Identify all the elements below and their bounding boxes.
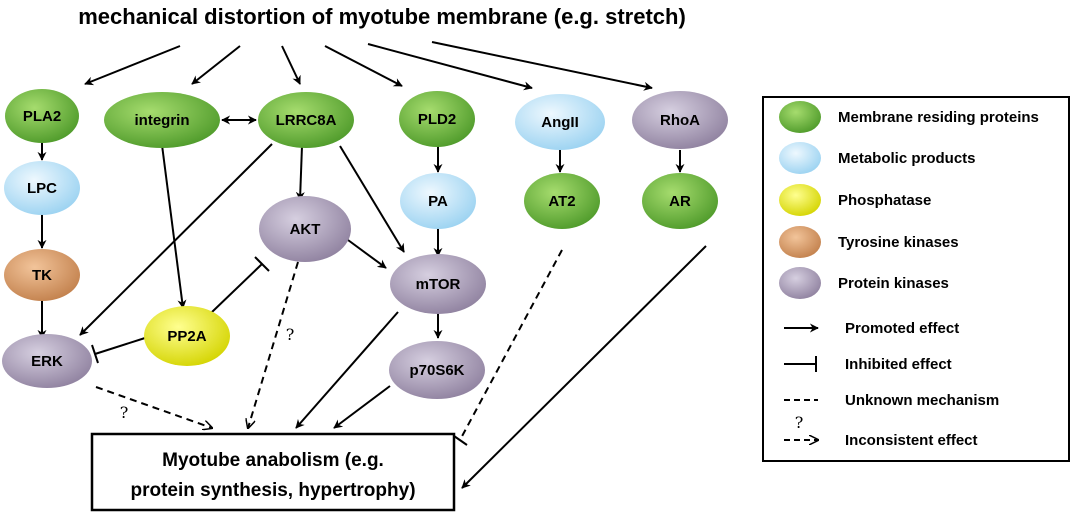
edges [37,41,707,489]
node-erk-label: ERK [31,353,63,370]
diagram-title: mechanical distortion of myotube membran… [78,4,686,29]
node-angii-label: AngII [541,114,579,131]
node-pla2: PLA2 [5,89,79,143]
node-rhoa-label: RhoA [660,112,700,129]
node-pld2: PLD2 [399,91,475,147]
edge-akt-outcome-dashed [248,261,299,428]
node-angii: AngII [515,94,605,150]
node-pp2a-label: PP2A [167,328,206,345]
edge-lrrc8a-mtor [339,145,405,253]
node-at2-label: AT2 [548,193,575,210]
edge-integrin-pp2a [161,144,187,309]
node-akt: AKT [259,196,351,262]
legend-label-phosphatase: Phosphatase [838,192,931,209]
legend-item-metabolic: Metabolic products [779,142,976,174]
legend-label-protein-kinases: Protein kinases [838,275,949,292]
node-p70s6k: p70S6K [389,341,485,399]
edge-title-angii [367,43,533,91]
node-akt-label: AKT [290,221,321,238]
edge-pp2a-erk-bar [91,344,99,364]
legend-item-tyrosine: Tyrosine kinases [779,226,959,258]
edge-pp2a-akt-bar [254,256,270,272]
legend: Membrane residing proteins Metabolic pro… [762,96,1070,462]
legend-item-membrane: Membrane residing proteins [779,101,1039,133]
legend-inconsistent-question: ? [795,413,804,432]
edge-at2-outcome-bar [453,435,468,446]
node-ar: AR [642,173,718,229]
node-rhoa: RhoA [632,91,728,149]
legend-label-metabolic: Metabolic products [838,150,976,167]
node-integrin: integrin [104,92,220,148]
edge-title-integrin [191,45,241,85]
node-lpc-label: LPC [27,180,57,197]
legend-item-inconsistent: ? Inconsistent effect [784,413,978,449]
edge-title-lrrc8a [281,45,301,85]
edge-title-pld2 [324,45,403,87]
node-pla2-label: PLA2 [23,108,61,125]
question-mark-erk: ? [120,403,129,422]
node-lpc: LPC [4,161,80,215]
legend-swatch-metabolic [779,142,821,174]
node-pa: PA [400,173,476,229]
node-mtor: mTOR [390,254,486,314]
node-erk: ERK [2,334,92,388]
edge-mtor-outcome [295,311,399,429]
node-pld2-label: PLD2 [418,111,456,128]
outcome-box: Myotube anabolism (e.g. protein synthesi… [90,432,456,512]
node-pp2a: PP2A [144,306,230,366]
legend-item-inhibited: Inhibited effect [784,356,952,373]
legend-label-promoted: Promoted effect [845,320,959,337]
node-integrin-label: integrin [135,112,190,129]
edge-lrrc8a-erk [79,143,273,336]
legend-item-unknown: Unknown mechanism [784,392,999,409]
node-at2: AT2 [524,173,600,229]
legend-swatch-tyrosine [779,226,821,258]
edge-title-pla2 [84,45,181,86]
legend-label-unknown: Unknown mechanism [845,392,999,409]
edge-title-rhoa [431,41,653,91]
outcome-line-2: protein synthesis, hypertrophy) [130,480,415,501]
legend-label-inhibited: Inhibited effect [845,356,952,373]
outcome-line-1: Myotube anabolism (e.g. [162,450,384,471]
legend-swatch-membrane [779,101,821,133]
edge-pp2a-akt [211,263,263,313]
legend-label-tyrosine: Tyrosine kinases [838,234,959,251]
legend-item-promoted: Promoted effect [784,320,959,337]
node-ar-label: AR [669,193,691,210]
edge-erk-outcome-dashed [95,386,212,428]
node-p70s6k-label: p70S6K [409,362,464,379]
legend-swatch-protein-kinases [779,267,821,299]
node-lrrc8a: LRRC8A [258,92,354,148]
node-lrrc8a-label: LRRC8A [276,112,337,129]
node-pa-label: PA [428,193,448,210]
question-mark-akt: ? [286,325,295,344]
edge-pp2a-erk [94,337,146,355]
edge-lrrc8a-akt [295,145,305,201]
edge-ar-outcome [461,245,707,489]
legend-label-inconsistent: Inconsistent effect [845,432,978,449]
legend-label-membrane: Membrane residing proteins [838,109,1039,126]
edge-akt-mtor [347,239,387,269]
legend-swatch-phosphatase [779,184,821,216]
node-mtor-label: mTOR [416,276,461,293]
legend-item-phosphatase: Phosphatase [779,184,931,216]
node-tk-label: TK [32,267,52,284]
edge-p70s6k-outcome [333,385,391,429]
legend-item-protein-kinases: Protein kinases [779,267,949,299]
node-tk: TK [4,249,80,301]
